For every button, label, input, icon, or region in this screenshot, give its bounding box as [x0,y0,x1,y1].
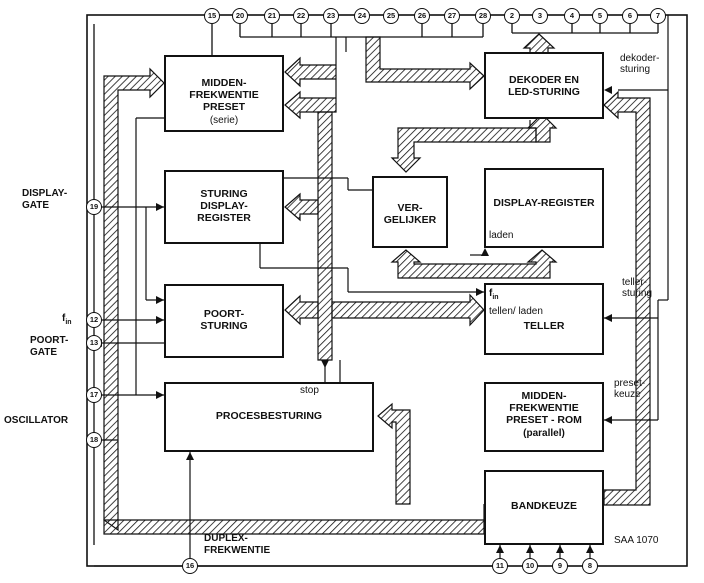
pin-16: 16 [182,558,198,574]
duplex-label-1: DUPLEX- [204,533,248,544]
bandkeuze-block [484,470,604,545]
pin-11: 11 [492,558,508,574]
midden-rom-line2: FREKWENTIE [509,402,579,414]
pin-19: 19 [86,199,102,215]
preset-keuze-label-2: keuze [614,389,641,400]
vergelijker-line2: GELIJKER [383,214,437,226]
poortsturing-line1: POORT- [203,308,245,320]
poortsturing-line2: STURING [200,320,248,332]
chip-label: SAA 1070 [614,535,659,546]
vergelijker-line1: VER- [397,202,423,214]
pin-15: 15 [204,8,220,24]
pin-9: 9 [552,558,568,574]
sturing-display-line3: REGISTER [197,212,251,224]
fin-f: f [62,313,66,324]
top-pin-lines [93,24,659,545]
pin-17: 17 [86,387,102,403]
midden-frekwentie-preset-block [164,55,284,132]
pin-23: 23 [323,8,339,24]
display-register-block [484,168,604,248]
display-register-line1: DISPLAY-REGISTER [493,197,595,209]
pin-24: 24 [354,8,370,24]
teller-sturing-label-1: teller- [622,277,648,288]
dekoder-line1: DEKODER EN [508,74,579,86]
displaygate-label-2: GATE [22,200,50,211]
pin-13: 13 [86,335,102,351]
pin-6: 6 [622,8,638,24]
pin-18: 18 [86,432,102,448]
procesbesturing-line1: PROCESBESTURING [215,410,323,422]
pin-10: 10 [522,558,538,574]
fin-label: fin [62,313,72,329]
pin-22: 22 [293,8,309,24]
teller-fin-f: f [489,288,493,299]
dekoder-sturing-label-2: sturing [620,64,651,75]
pin-27: 27 [444,8,460,24]
fin-sub: in [65,319,72,326]
pin-12: 12 [86,312,102,328]
pin-7: 7 [650,8,666,24]
bandkeuze-line1: BANDKEUZE [511,500,577,512]
poortsturing-block [164,284,284,358]
teller-fin-sub: in [492,294,499,301]
sturing-display-line2: DISPLAY- [200,200,248,212]
display-register-laden: laden [489,230,514,241]
sturing-display-register-block [164,170,284,244]
midden-rom-line3: PRESET - ROM [506,414,582,426]
pin-21: 21 [264,8,280,24]
hatched-buses [103,33,651,535]
poortgate-label-2: GATE [30,347,58,358]
pin-3: 3 [532,8,548,24]
pin-8: 8 [582,558,598,574]
oscillator-label: OSCILLATOR [4,415,69,426]
pin-5: 5 [592,8,608,24]
dekoder-line2: LED-STURING [508,86,580,98]
sturing-display-line1: STURING [200,188,248,200]
pin-20: 20 [232,8,248,24]
teller-block [484,283,604,355]
midden-preset-line1: MIDDEN- [201,77,247,89]
pin-28: 28 [475,8,491,24]
pin-26: 26 [414,8,430,24]
dekoder-sturing-label-1: dekoder- [620,53,660,64]
pin-2: 2 [504,8,520,24]
signal-lines [94,15,669,567]
teller-sturing-label-2: sturing [622,288,653,299]
midden-preset-line2: FREKWENTIE [189,89,259,101]
pin-4: 4 [564,8,580,24]
vergelijker-block [372,176,448,248]
midden-preset-line4: (serie) [209,115,239,126]
midden-frekwentie-preset-rom-block [484,382,604,452]
dekoder-led-sturing-block [484,52,604,119]
poortgate-label-1: POORT- [30,335,69,346]
pin-25: 25 [383,8,399,24]
midden-preset-line3: PRESET [202,101,245,113]
teller-fin: fin [489,288,499,304]
preset-keuze-label-1: preset- [614,378,646,389]
displaygate-label-1: DISPLAY- [22,188,68,199]
teller-tellen-laden: tellen/ laden [489,306,543,317]
teller-line1: TELLER [523,320,565,332]
duplex-label-2: FREKWENTIE [204,545,271,556]
midden-rom-line4: (parallel) [523,428,565,439]
procesbesturing-block [164,382,374,452]
stop-label: stop [300,385,319,396]
midden-rom-line1: MIDDEN- [521,390,567,402]
